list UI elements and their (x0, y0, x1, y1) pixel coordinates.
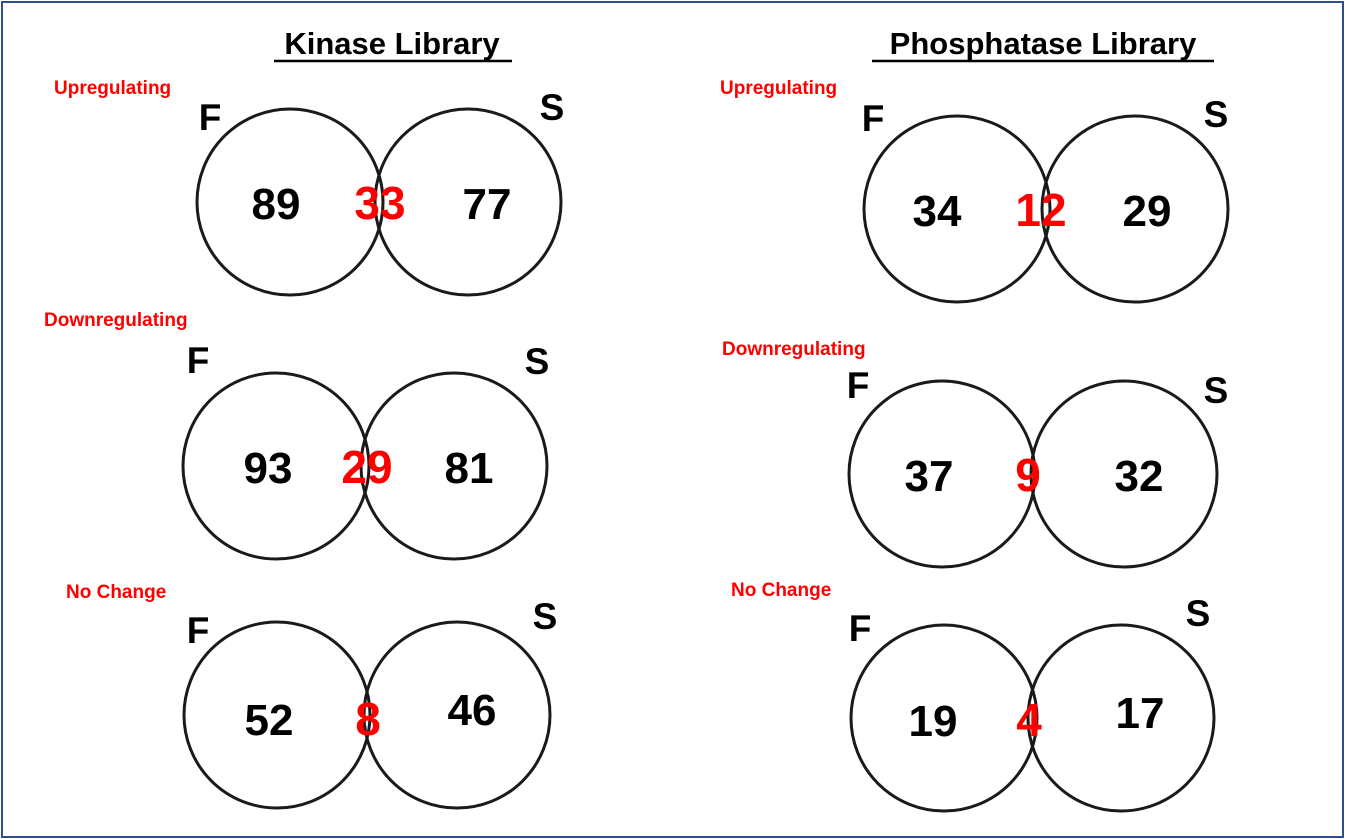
only-s-count: 32 (1115, 452, 1164, 501)
set-label-f: F (199, 97, 222, 138)
category-label: Upregulating (720, 78, 837, 99)
kinase-upregulating-venn: Upregulating F S 89 33 77 (54, 78, 565, 297)
kinase-no-change-venn: No Change F S 52 8 46 (66, 582, 558, 810)
kinase-panel: Kinase Library Upregulating F S 89 33 77… (44, 26, 565, 810)
category-label: No Change (731, 580, 831, 601)
overlap-count: 12 (1015, 184, 1066, 236)
phosphatase-downregulating-venn: Downregulating F S 37 9 32 (722, 339, 1229, 569)
set-label-f: F (847, 365, 870, 406)
phosphatase-panel: Phosphatase Library Upregulating F S 34 … (720, 26, 1230, 813)
category-label: Downregulating (722, 339, 866, 360)
only-s-count: 17 (1116, 689, 1165, 738)
venn-circle-s (1026, 623, 1216, 813)
venn-circle-f (182, 620, 372, 810)
venn-circle-s (373, 107, 563, 297)
venn-circle-f (847, 379, 1037, 569)
kinase-panel-title: Kinase Library (284, 26, 500, 61)
venn-circle-f (862, 114, 1052, 304)
venn-circle-s (1040, 114, 1230, 304)
overlap-count: 8 (355, 693, 381, 745)
venn-circle-s (362, 620, 552, 810)
phosphatase-upregulating-venn: Upregulating F S 34 12 29 (720, 78, 1230, 304)
overlap-count: 9 (1015, 449, 1041, 501)
set-label-s: S (1204, 94, 1229, 135)
only-s-count: 46 (448, 686, 497, 735)
only-f-count: 89 (252, 180, 301, 229)
set-label-s: S (540, 87, 565, 128)
venn-circle-s (359, 371, 549, 561)
only-f-count: 37 (905, 452, 954, 501)
category-label: Upregulating (54, 78, 171, 99)
overlap-count: 29 (341, 441, 392, 493)
set-label-f: F (862, 98, 885, 139)
only-s-count: 77 (463, 180, 512, 229)
overlap-count: 4 (1016, 694, 1042, 746)
set-label-f: F (187, 610, 210, 651)
set-label-s: S (1186, 593, 1211, 634)
venn-circle-f (849, 623, 1039, 813)
set-label-s: S (533, 596, 558, 637)
only-f-count: 19 (909, 697, 958, 746)
overlap-count: 33 (354, 177, 405, 229)
only-s-count: 81 (445, 444, 494, 493)
set-label-f: F (849, 608, 872, 649)
category-label: No Change (66, 582, 166, 603)
category-label: Downregulating (44, 310, 188, 331)
venn-circle-f (181, 371, 371, 561)
kinase-downregulating-venn: Downregulating F S 93 29 81 (44, 310, 550, 561)
set-label-s: S (1204, 370, 1229, 411)
set-label-s: S (525, 341, 550, 382)
venn-circle-s (1029, 379, 1219, 569)
only-f-count: 52 (245, 696, 294, 745)
phosphatase-no-change-venn: No Change F S 19 4 17 (731, 580, 1216, 813)
set-label-f: F (187, 340, 210, 381)
only-s-count: 29 (1123, 187, 1172, 236)
venn-circle-f (195, 107, 385, 297)
only-f-count: 34 (913, 187, 962, 236)
phosphatase-panel-title: Phosphatase Library (890, 26, 1197, 61)
only-f-count: 93 (244, 444, 293, 493)
